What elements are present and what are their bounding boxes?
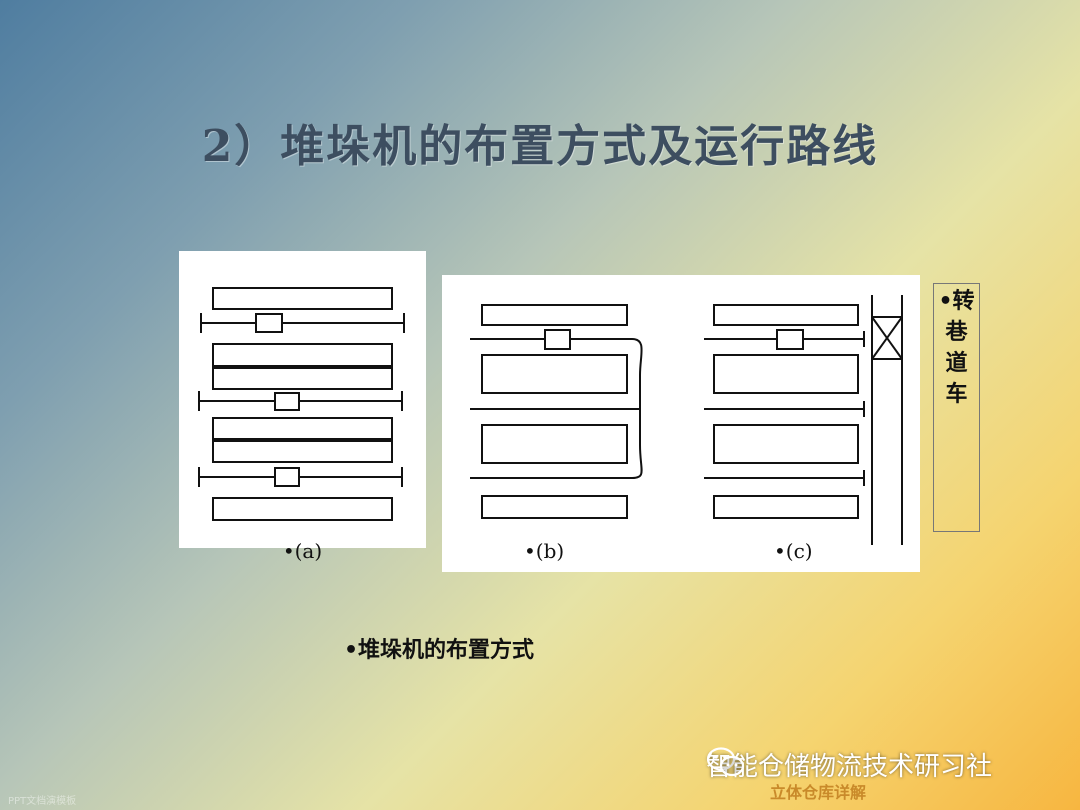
note-line: 车 xyxy=(945,382,968,407)
rack-b1 xyxy=(481,304,628,326)
transfer-car xyxy=(871,316,903,360)
note-line: 道 xyxy=(945,351,968,376)
footer-faint-text: PPT文档演模板 xyxy=(8,796,77,807)
figure-a-label: •(a) xyxy=(282,539,323,563)
watermark-text: 智能仓储物流技术研习社 xyxy=(706,752,993,782)
rack-a6 xyxy=(212,497,393,521)
rack-c4 xyxy=(713,495,859,519)
note-line: 巷 xyxy=(945,320,968,345)
note-line: •转 xyxy=(938,289,975,314)
rack-c1 xyxy=(713,304,859,326)
figure-a-panel: •(a) xyxy=(179,251,426,563)
slide-title: 2）堆垛机的布置方式及运行路线 xyxy=(201,121,879,172)
watermark-subtext: 立体仓库详解 xyxy=(770,783,867,802)
stacker-crane-b xyxy=(544,329,571,350)
stacker-crane-a1 xyxy=(255,313,283,333)
rack-a3 xyxy=(212,367,393,390)
figure-b-label: •(b) xyxy=(524,539,565,563)
figure-b-diagram xyxy=(470,304,643,519)
rack-a2 xyxy=(212,343,393,367)
rack-b2 xyxy=(481,354,628,394)
figure-c-label: •(c) xyxy=(774,539,813,563)
watermark: 智能仓储物流技术研习社 xyxy=(706,746,992,783)
rack-c3 xyxy=(713,424,859,464)
rack-a5 xyxy=(212,440,393,463)
stacker-crane-c xyxy=(776,329,804,350)
stacker-crane-a2 xyxy=(274,392,300,411)
wechat-icon xyxy=(706,747,745,777)
rack-a4 xyxy=(212,417,393,440)
stacker-crane-a3 xyxy=(274,467,300,487)
figure-bc-diagram xyxy=(470,295,903,545)
figure-bc-panel: •(b) •(c) xyxy=(442,275,920,572)
rack-b3 xyxy=(481,424,628,464)
transfer-car-note: •转 巷 道 车 xyxy=(933,283,980,532)
figure-caption: •堆垛机的布置方式 xyxy=(344,638,535,663)
rack-b4 xyxy=(481,495,628,519)
figure-a-diagram xyxy=(198,287,405,521)
rack-c2 xyxy=(713,354,859,394)
figure-c-diagram xyxy=(704,295,903,545)
rack-a1 xyxy=(212,287,393,310)
